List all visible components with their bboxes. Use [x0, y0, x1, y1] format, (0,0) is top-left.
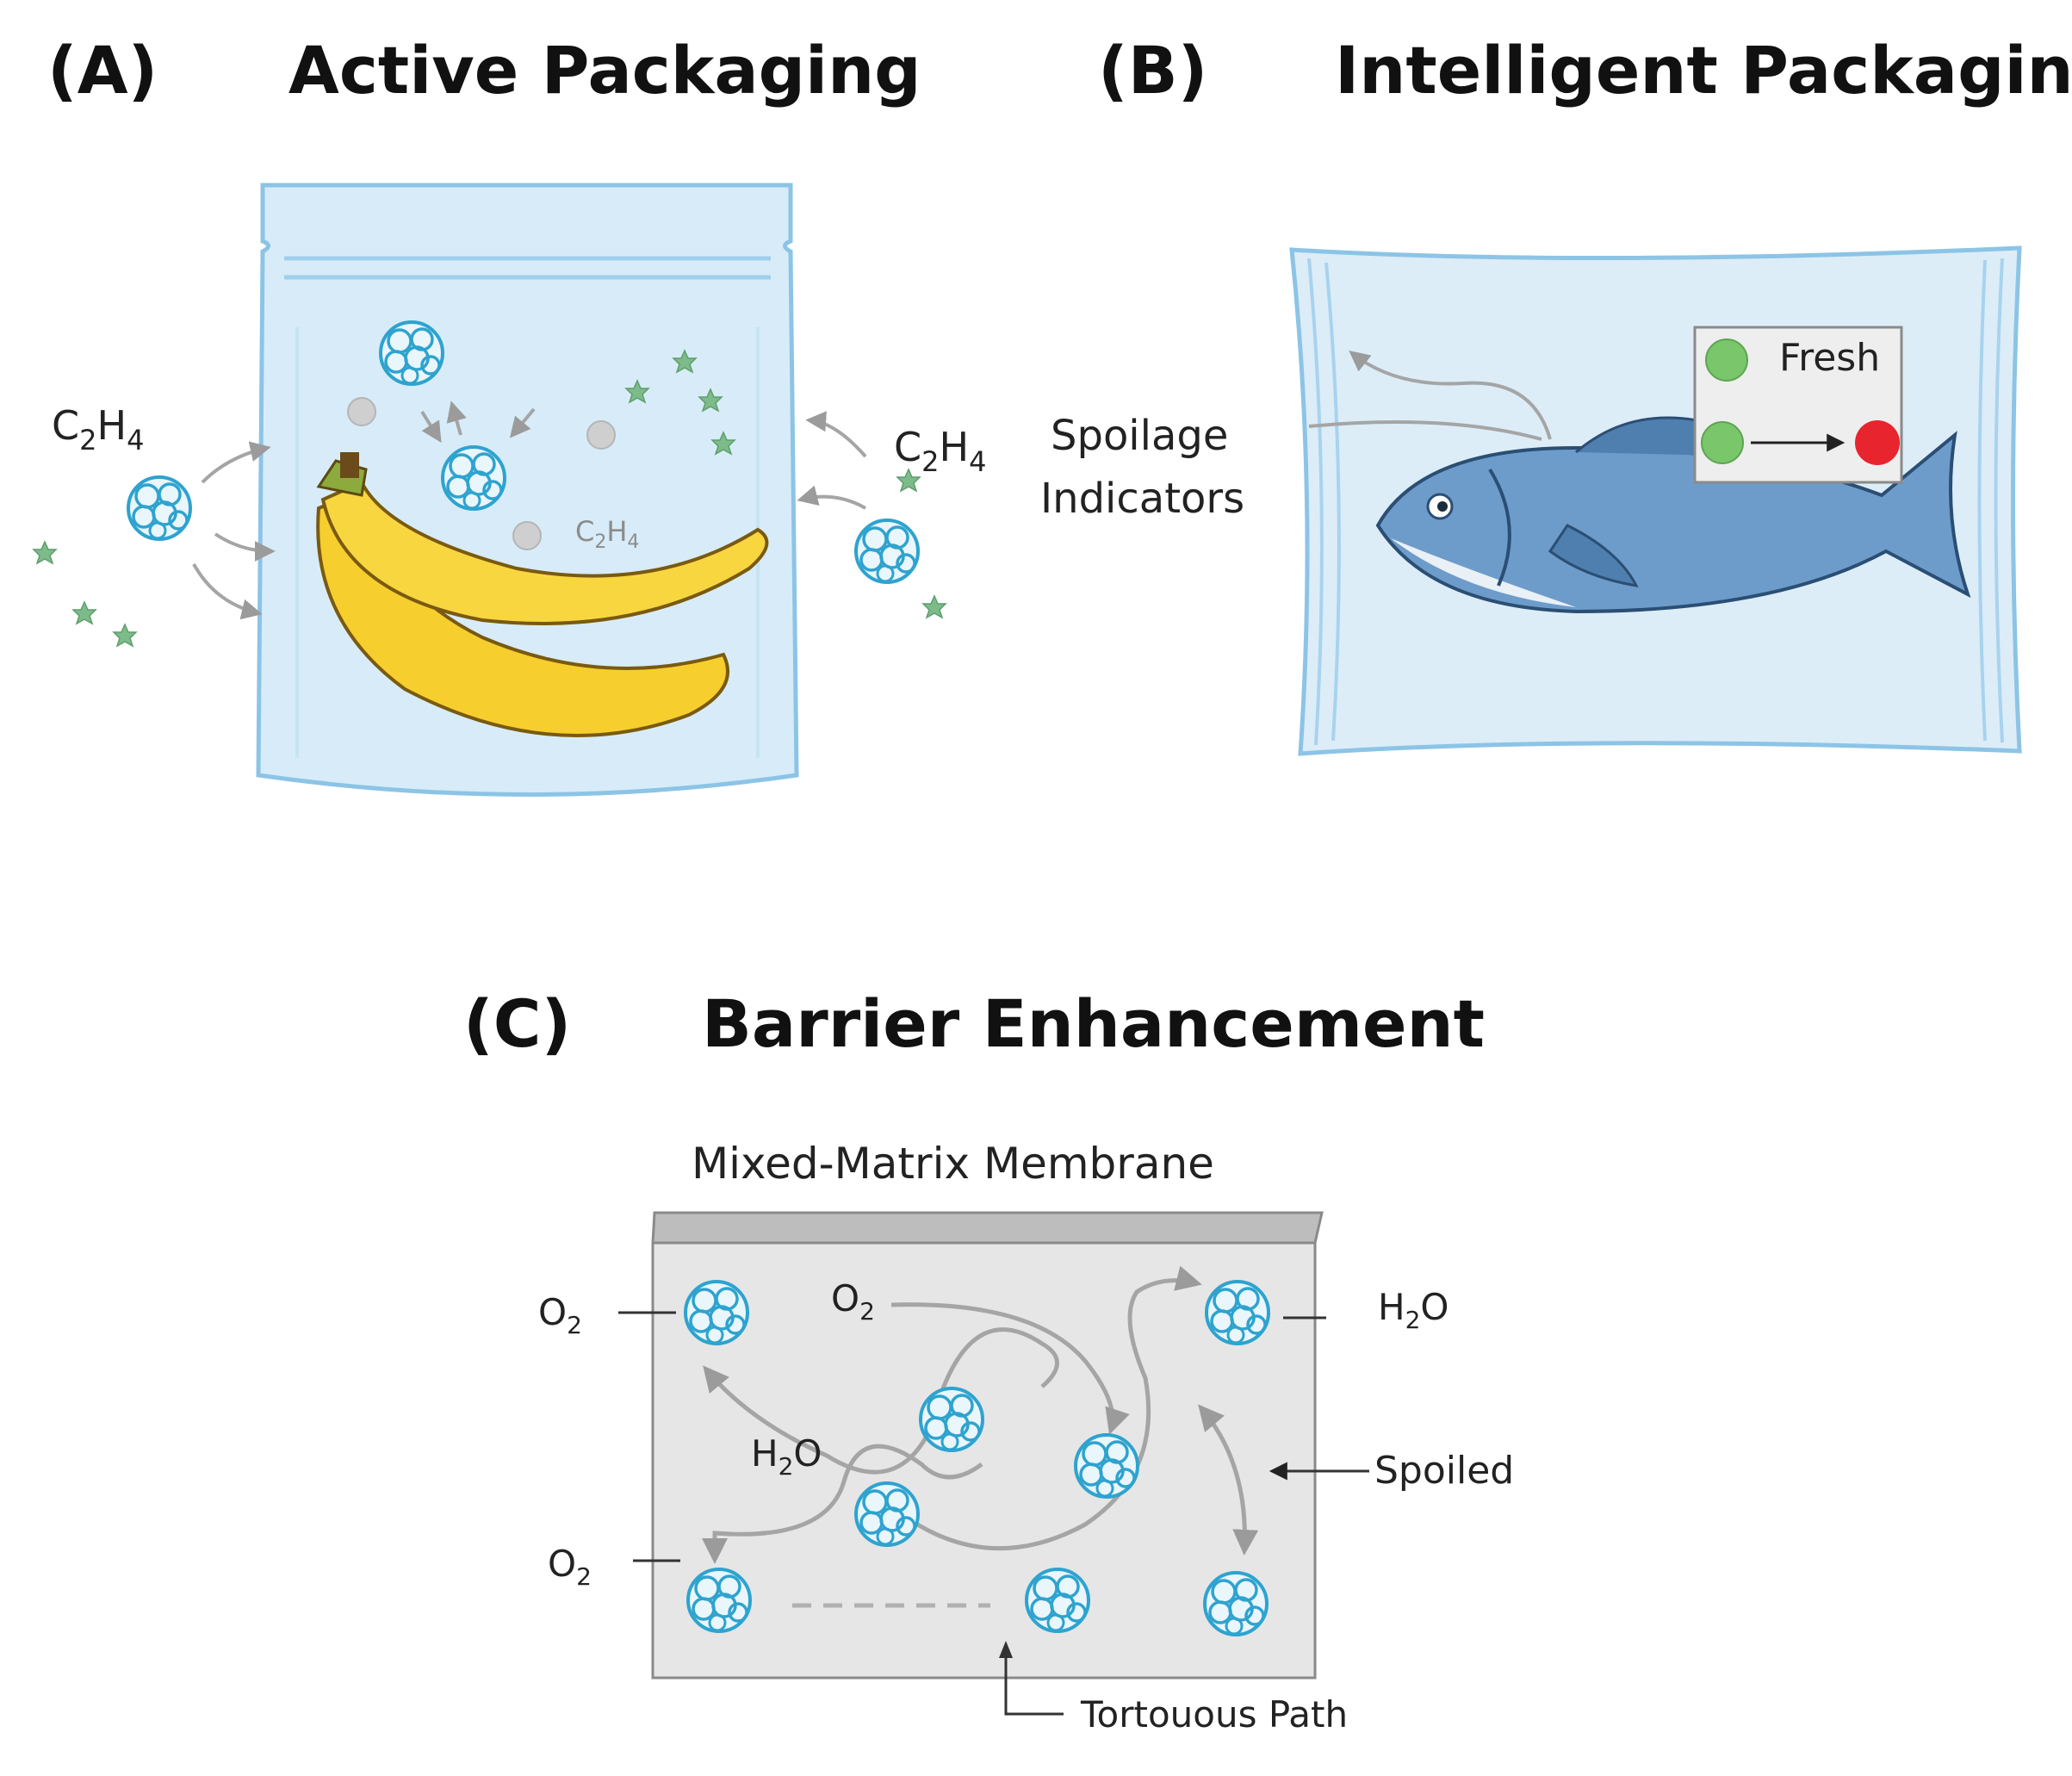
gas-release-arrow	[1349, 351, 1552, 440]
path-label-arrowhead	[999, 1641, 1013, 1658]
panel-b-title: Intelligent Packaging	[1335, 32, 2072, 109]
mof-particle-icon	[441, 445, 506, 511]
gas-molecule-icon	[586, 420, 616, 450]
left-ethylene-formula: C2H4	[52, 402, 144, 456]
mof-filler-icon	[854, 1481, 920, 1547]
mof-filler-icon	[686, 1568, 752, 1633]
gas-molecule-icon	[347, 397, 376, 426]
indicator-leader-line	[1308, 420, 1542, 441]
adsorption-arrows	[192, 401, 867, 620]
mof-filler-icon	[684, 1280, 749, 1345]
gas-molecule-icon	[512, 521, 542, 550]
mof-filler-icon	[1205, 1280, 1270, 1345]
spoilage-label-line1: Spoilage	[1051, 412, 1228, 460]
fresh-label: Fresh	[1779, 336, 1880, 380]
mof-filler-icon	[1074, 1433, 1139, 1499]
membrane-label: Mixed-Matrix Membrane	[692, 1139, 1214, 1189]
o2-label-top-center: O2	[831, 1277, 875, 1326]
o2-label-bottom-left: O2	[548, 1543, 592, 1591]
freshness-indicator-card: Fresh	[1693, 326, 1903, 484]
panel-b-label: (B)	[1098, 32, 1207, 109]
o2-label-top-left: O2	[538, 1291, 582, 1339]
h2o-label-right: H2O	[1378, 1286, 1449, 1334]
spoilage-label-line2: Indicators	[1040, 475, 1244, 523]
ethylene-star-icon	[896, 469, 921, 492]
inner-ethylene-formula: C2H4	[575, 515, 639, 553]
mof-filler-icon	[1025, 1568, 1090, 1633]
ethylene-star-icon	[72, 601, 96, 624]
mof-filler-icon	[919, 1387, 984, 1452]
panel-c-title: Barrier Enhancement	[702, 985, 1485, 1062]
right-ethylene-formula: C2H4	[894, 424, 986, 478]
mof-particle-icon	[379, 320, 444, 386]
panel-c-label: (C)	[463, 985, 571, 1062]
ethylene-star-icon	[113, 624, 137, 647]
path-label-leader	[1004, 1649, 1064, 1716]
fresh-indicator-dot	[1705, 338, 1748, 382]
panel-a-label: (A)	[47, 32, 158, 109]
ethylene-star-icon	[33, 541, 57, 564]
tortuous-path-label: Tortouous Path	[1080, 1693, 1348, 1736]
spoiled-indicator-dot	[1855, 420, 1900, 465]
h2o-label-center: H2O	[751, 1432, 822, 1481]
mof-particle-icon	[854, 519, 920, 584]
initial-state-dot	[1701, 421, 1744, 464]
ethylene-star-icon	[922, 595, 946, 618]
mof-filler-icon	[1203, 1571, 1269, 1636]
spoiled-label: Spoiled	[1374, 1449, 1514, 1493]
banana-bunch	[316, 452, 769, 737]
panel-a-title: Active Packaging	[288, 32, 921, 109]
mof-particle-icon	[127, 475, 192, 541]
